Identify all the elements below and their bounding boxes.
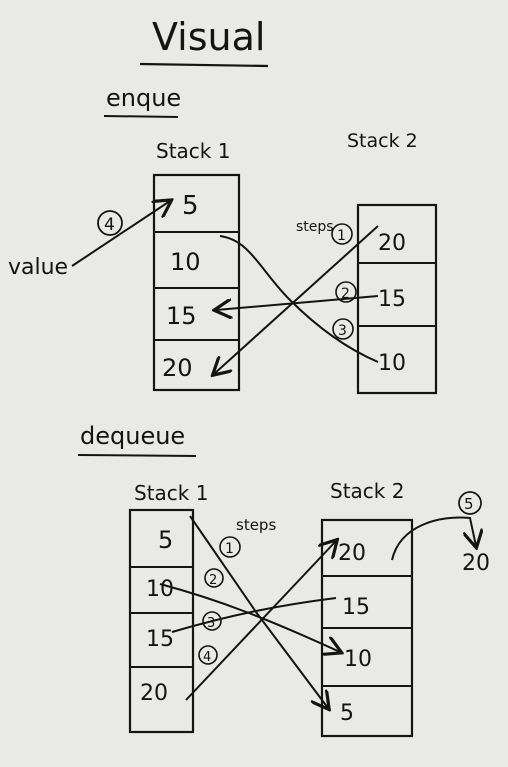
dequeue-stack2: 20 15 10 5: [320, 518, 414, 738]
dequeue-stack1-cell: 20: [140, 681, 168, 706]
step-circle: [198, 645, 218, 665]
enqueue-steps-label: steps: [296, 219, 334, 235]
enqueue-stack1: 5 10 15 20: [152, 173, 241, 392]
page-title: Visual: [152, 15, 265, 59]
dequeue-heading: dequeue: [80, 422, 185, 450]
value-label: value: [8, 255, 68, 280]
step-number: 4: [104, 215, 115, 235]
dequeue-stack1-cell: 10: [146, 577, 174, 602]
title-underline: [139, 62, 269, 68]
enqueue-stack1-label: Stack 1: [156, 139, 230, 163]
enqueue-stack2-cell: 10: [378, 351, 406, 376]
enqueue-stack2-label: Stack 2: [347, 130, 418, 152]
enqueue-stack2-cell: 15: [378, 287, 406, 312]
step-circle: [202, 611, 222, 631]
step-circle: [204, 568, 224, 588]
step-circle: [335, 281, 357, 303]
dequeue-stack1-cell: 15: [146, 627, 174, 652]
dequeue-heading-underline: [77, 454, 197, 457]
dequeue-stack2-cell: 10: [344, 647, 372, 672]
step-number: 3: [338, 323, 347, 339]
step-number: 3: [207, 616, 215, 631]
dequeue-output-value: 20: [462, 551, 490, 576]
dequeue-stack2-cell: 5: [340, 701, 354, 726]
enqueue-stack1-cell: 20: [162, 354, 193, 382]
dequeue-output-arrow: [391, 516, 476, 561]
dequeue-stack2-cell: 20: [338, 541, 366, 566]
enqueue-stack2: 20 15 10: [356, 203, 438, 395]
enqueue-stack1-cell: 15: [166, 302, 197, 330]
dequeue-stack2-label: Stack 2: [330, 479, 404, 503]
step-circle: [458, 491, 482, 515]
dequeue-stack1-label: Stack 1: [134, 481, 208, 505]
enqueue-heading-underline: [103, 115, 179, 118]
dequeue-steps-label: steps: [236, 516, 276, 534]
step-circle: [219, 536, 241, 558]
dequeue-stack1: 5 10 15 20: [128, 508, 195, 734]
step-circle: [97, 210, 123, 236]
step-number: 1: [225, 541, 234, 557]
dequeue-stack1-cell: 5: [158, 526, 173, 554]
step-number: 5: [464, 495, 474, 513]
dequeue-transfer-arrows: [159, 515, 340, 708]
step-number: 1: [337, 228, 346, 244]
step-number: 4: [203, 650, 211, 665]
enqueue-stack2-cell: 20: [378, 231, 406, 256]
enqueue-stack1-cell: 10: [170, 248, 201, 276]
step-circle: [332, 318, 354, 340]
step-number: 2: [341, 286, 350, 302]
enqueue-heading: enque: [106, 84, 181, 112]
value-arrow: [71, 201, 170, 267]
enqueue-stack1-cell: 5: [182, 191, 199, 221]
dequeue-stack2-cell: 15: [342, 595, 370, 620]
step-circle: [331, 223, 353, 245]
enqueue-transfer-arrows: [214, 225, 379, 374]
step-number: 2: [209, 573, 217, 588]
